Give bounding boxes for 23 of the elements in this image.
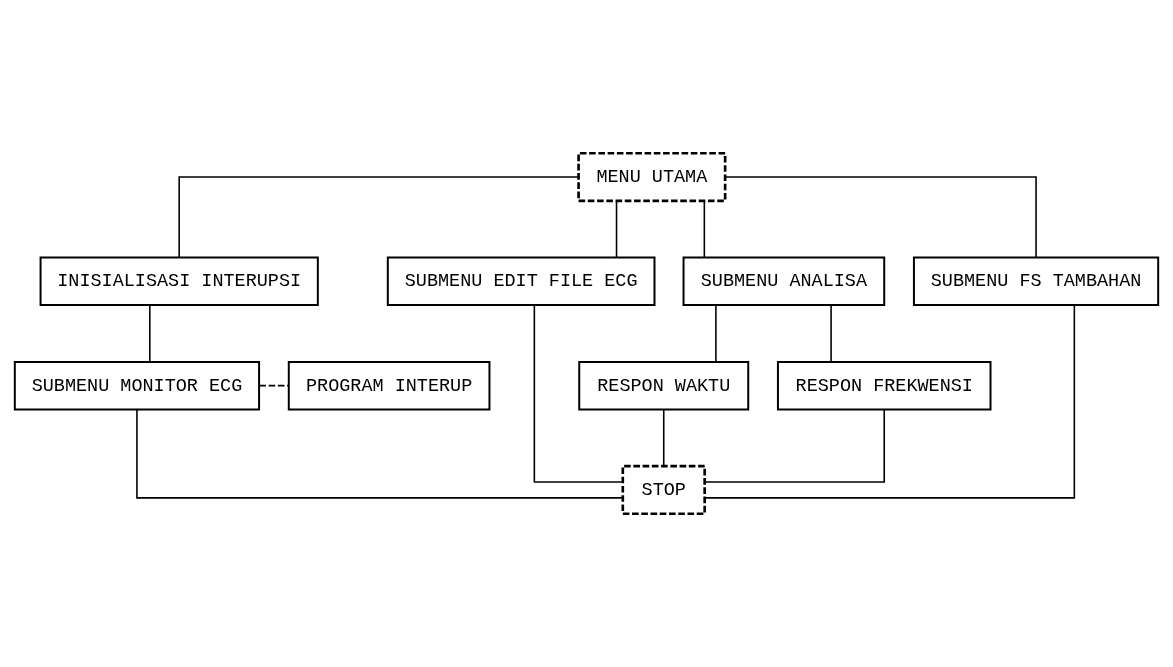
connector (149, 304, 151, 363)
connector (704, 304, 1076, 499)
connector (615, 200, 618, 259)
node-box: SUBMENU EDIT FILE ECG (386, 256, 656, 307)
node-box: PROGRAM INTERUP (287, 360, 491, 411)
node-box: RESPON WAKTU (578, 360, 750, 411)
node-box: SUBMENU ANALISA (682, 256, 886, 307)
connector (178, 176, 580, 258)
connector (724, 176, 1037, 258)
connector (703, 408, 885, 483)
connector (715, 304, 717, 363)
node-box: RESPON FREKWENSI (776, 360, 992, 411)
connector (258, 384, 290, 387)
connector (830, 304, 832, 363)
node-box: INISIALISASI INTERUPSI (39, 256, 319, 307)
node-box: STOP (621, 464, 706, 516)
node-box: MENU UTAMA (577, 151, 727, 203)
connector (533, 304, 624, 483)
connector (703, 200, 706, 259)
connector (136, 408, 624, 499)
node-box: SUBMENU FS TAMBAHAN (912, 256, 1160, 307)
node-box: SUBMENU MONITOR ECG (13, 360, 261, 411)
connector (662, 409, 665, 467)
